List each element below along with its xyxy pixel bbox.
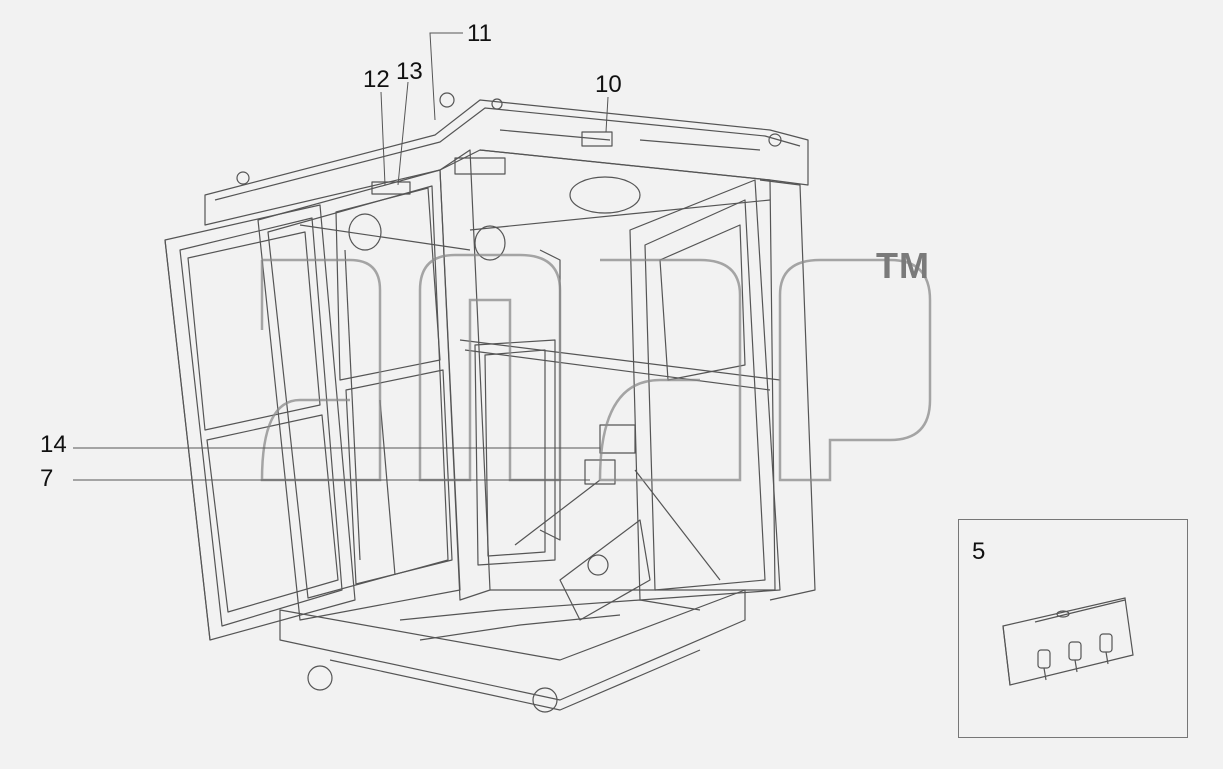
callout-5: 5 xyxy=(972,538,986,565)
leader-11 xyxy=(429,32,463,121)
callout-12: 12 xyxy=(363,66,390,93)
interior-fittings xyxy=(299,129,761,581)
left-door xyxy=(164,204,356,641)
rear-window xyxy=(474,339,556,566)
left-side-window xyxy=(257,169,461,621)
watermark-trademark: TM xyxy=(876,245,930,286)
inset-part-5 xyxy=(1002,597,1134,686)
callout-10: 10 xyxy=(595,71,622,98)
callout-13: 13 xyxy=(396,58,423,85)
leader-10 xyxy=(605,96,609,133)
callout-14: 14 xyxy=(40,431,67,458)
roof-frame xyxy=(204,92,809,226)
right-side-window xyxy=(629,179,816,601)
leader-12 xyxy=(380,91,386,186)
inset-frame: 5 xyxy=(958,519,1188,738)
callout-11: 11 xyxy=(467,20,492,47)
leader-lines xyxy=(73,32,609,481)
callout-7: 7 xyxy=(40,465,54,492)
leader-13 xyxy=(397,81,409,186)
cab-frame xyxy=(439,149,781,601)
cab-floor xyxy=(279,519,746,713)
